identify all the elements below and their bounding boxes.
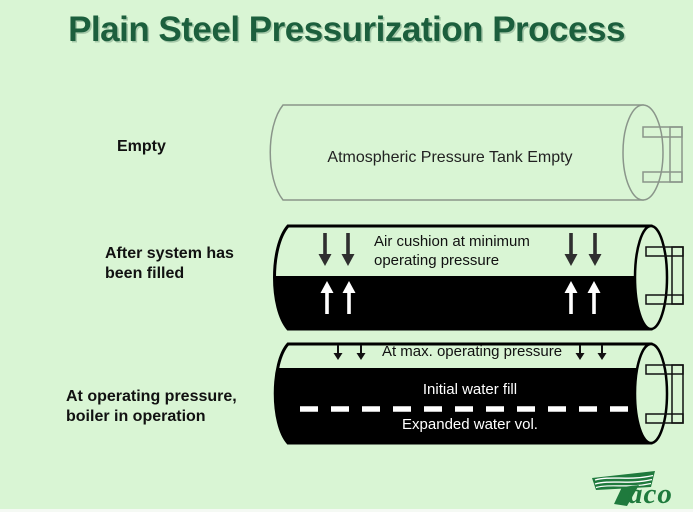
row-label-after-filled: After system has been filled <box>105 245 234 282</box>
tank-operating <box>273 342 684 445</box>
taco-logo-text: aco <box>628 478 673 508</box>
expanded-water-caption: Expanded water vol. <box>402 416 538 433</box>
taco-logo: aco <box>592 471 673 508</box>
page-title: Plain Steel Pressurization Process <box>68 10 625 49</box>
max-pressure-caption: At max. operating pressure <box>381 343 563 360</box>
system-connection-bracket <box>642 126 683 183</box>
water-fill <box>274 276 651 329</box>
system-connection-bracket <box>645 364 684 424</box>
tank-empty-caption: Atmospheric Pressure Tank Empty <box>327 149 573 166</box>
water-fill <box>275 368 651 443</box>
initial-water-fill-caption: Initial water fill <box>422 381 518 398</box>
tank-empty-end-cap <box>622 104 664 201</box>
taco-logo-waves-icon <box>592 471 655 490</box>
system-connection-bracket <box>645 246 684 305</box>
tank-empty <box>269 104 683 201</box>
slide-bottom-edge <box>0 509 693 512</box>
tank-operating-end-cap <box>633 342 669 445</box>
tank-empty-body <box>269 104 644 201</box>
tank-filled-end-cap <box>633 224 669 331</box>
row-label-empty: Empty <box>117 138 166 155</box>
row-label-operating: At operating pressure, boiler in operati… <box>66 388 237 425</box>
air-cushion-caption: Air cushion at minimum operating pressur… <box>374 233 530 269</box>
taco-logo-stem <box>614 485 639 506</box>
tank-filled <box>273 224 684 331</box>
